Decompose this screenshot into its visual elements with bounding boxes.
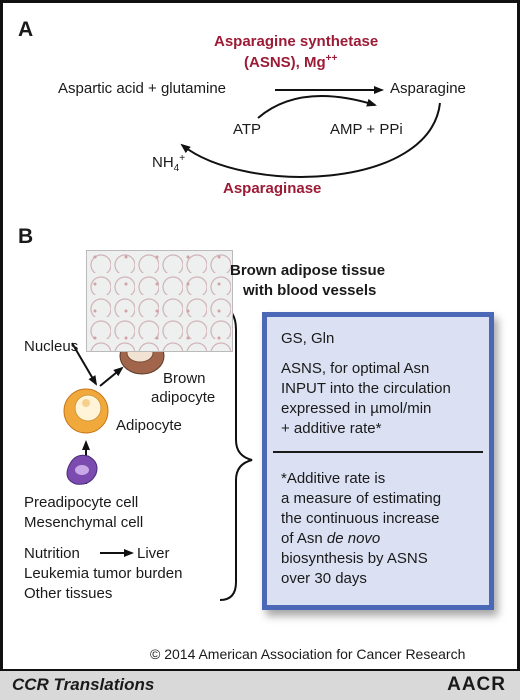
asns-enzyme-label-line2: (ASNS), Mg++ bbox=[244, 53, 338, 71]
product-label: Asparagine bbox=[390, 80, 466, 97]
substrates-label: Aspartic acid + glutamine bbox=[58, 80, 227, 97]
brown-adipose-tissue-micrograph bbox=[86, 250, 233, 352]
footer-bar: CCR Translations AACR bbox=[0, 669, 520, 700]
leukemia-label: Leukemia tumor burden bbox=[24, 565, 183, 582]
grouping-brace bbox=[219, 307, 253, 601]
box-line-units: expressed in µmol/min bbox=[281, 400, 432, 417]
box-line-asns: ASNS, for optimal Asn bbox=[281, 360, 430, 377]
box-note-line1: *Additive rate is bbox=[281, 470, 386, 487]
adipocyte-to-brown-arrow bbox=[99, 366, 124, 387]
ammonium-label: NH4+ bbox=[152, 153, 186, 174]
box-line-gs-gln: GS, Gln bbox=[281, 330, 335, 347]
atp-label: ATP bbox=[233, 121, 262, 138]
box-note-line3: the continuous increase bbox=[281, 510, 440, 527]
box-line-input: INPUT into the circulation bbox=[281, 380, 451, 397]
box-divider bbox=[273, 451, 483, 453]
panel-a-label: A bbox=[18, 18, 34, 41]
asparaginase-label: Asparaginase bbox=[223, 180, 322, 197]
adipocyte-label: Adipocyte bbox=[116, 417, 182, 434]
liver-label: Liver bbox=[137, 545, 170, 562]
tissue-label-line1: Brown adipose tissue bbox=[230, 262, 386, 279]
box-note-line2: a measure of estimating bbox=[281, 490, 442, 507]
box-line-additive: + additive rate* bbox=[281, 420, 382, 437]
box-note-line6: over 30 days bbox=[281, 570, 367, 587]
brown-adipocyte-label-line2: adipocyte bbox=[151, 389, 216, 406]
box-note-line5: biosynthesis by ASNS bbox=[281, 550, 428, 567]
amp-ppi-label: AMP + PPi bbox=[330, 121, 403, 138]
nucleus-label: Nucleus bbox=[24, 338, 79, 355]
tissue-label-line2: with blood vessels bbox=[243, 282, 377, 299]
preadipocyte-label: Preadipocyte cell bbox=[24, 494, 139, 511]
nutrition-label: Nutrition bbox=[24, 545, 80, 562]
panel-b-label: B bbox=[18, 225, 34, 248]
other-tissues-label: Other tissues bbox=[24, 585, 113, 602]
brown-adipocyte-label-line1: Brown bbox=[163, 370, 206, 387]
mesenchymal-label: Mesenchymal cell bbox=[24, 514, 144, 531]
asn-input-info-box: GS, Gln ASNS, for optimal Asn INPUT into… bbox=[262, 312, 494, 610]
asparaginase-loop-arrow bbox=[180, 102, 441, 178]
nucleus-arrow bbox=[71, 342, 98, 386]
aacr-logo: AACR bbox=[447, 674, 506, 695]
asns-enzyme-label-line1: Asparagine synthetase bbox=[214, 33, 379, 50]
atp-to-amp-arrow bbox=[257, 95, 377, 119]
footer-series-title: CCR Translations bbox=[12, 675, 155, 694]
box-note-line4: of Asn de novo bbox=[281, 530, 381, 547]
copyright-notice: © 2014 American Association for Cancer R… bbox=[150, 646, 466, 662]
